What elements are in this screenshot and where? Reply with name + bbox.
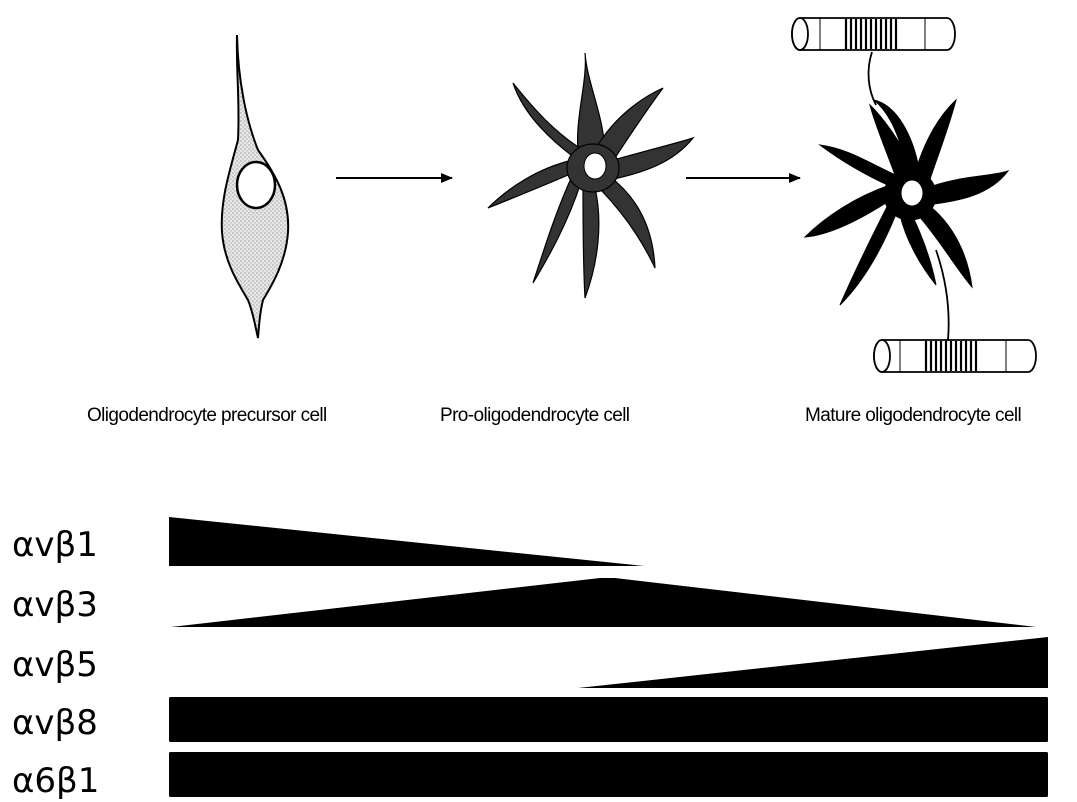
expression-bar-avb1 [169,517,644,566]
integrin-label-avb1: αvβ1 [12,525,98,565]
mature-oligodendrocyte-illustration [792,18,1036,372]
expression-bar-avb8 [169,697,1048,742]
pro-nucleus [584,153,606,179]
mature-nucleus [901,180,923,206]
expression-bar-avb5 [578,637,1048,688]
pro-oligodendrocyte-illustration [488,53,693,298]
integrin-label-avb8: αvβ8 [12,703,98,743]
myelin-sheath-bottom [874,340,1036,372]
precursor-cell-illustration [222,35,288,338]
stage-label-pro: Pro-oligodendrocyte cell [440,405,629,426]
myelin-sheath-top [792,18,955,50]
integrin-label-avb3: αvβ3 [12,585,98,625]
stage-label-mature: Mature oligodendrocyte cell [805,405,1021,426]
integrin-label-avb5: αvβ5 [12,645,98,685]
integrin-label-a6b1: α6β1 [12,761,99,801]
expression-bar-a6b1 [169,752,1048,797]
expression-bar-avb3 [171,578,1036,627]
stage-label-precursor: Oligodendrocyte precursor cell [87,405,327,426]
precursor-nucleus [237,162,275,208]
